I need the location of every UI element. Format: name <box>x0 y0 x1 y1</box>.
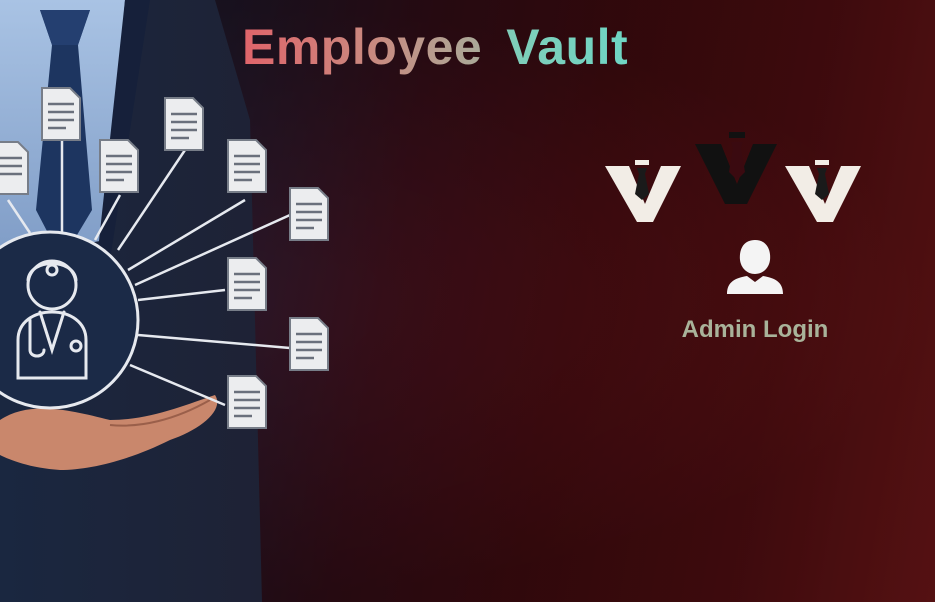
v-tie-logo-center-icon <box>695 132 777 204</box>
hands <box>0 395 218 470</box>
network-hub <box>0 230 140 410</box>
v-tie-logo-right-icon <box>785 160 861 222</box>
hero-illustration <box>0 0 329 602</box>
logo-group <box>605 132 861 222</box>
v-tie-logo-left-icon <box>605 160 681 222</box>
document-icons <box>0 87 329 429</box>
admin-login-label: Admin Login <box>681 316 829 343</box>
admin-login-button[interactable]: Admin Login <box>672 236 838 344</box>
user-icon <box>727 240 783 294</box>
employee-avatar-icon <box>16 259 88 380</box>
network-rays <box>6 140 291 407</box>
app-title-word-vault: Vault <box>506 19 629 75</box>
app-title-word-employee: Employee <box>242 19 483 75</box>
app-title: Employee Vault <box>242 18 628 76</box>
